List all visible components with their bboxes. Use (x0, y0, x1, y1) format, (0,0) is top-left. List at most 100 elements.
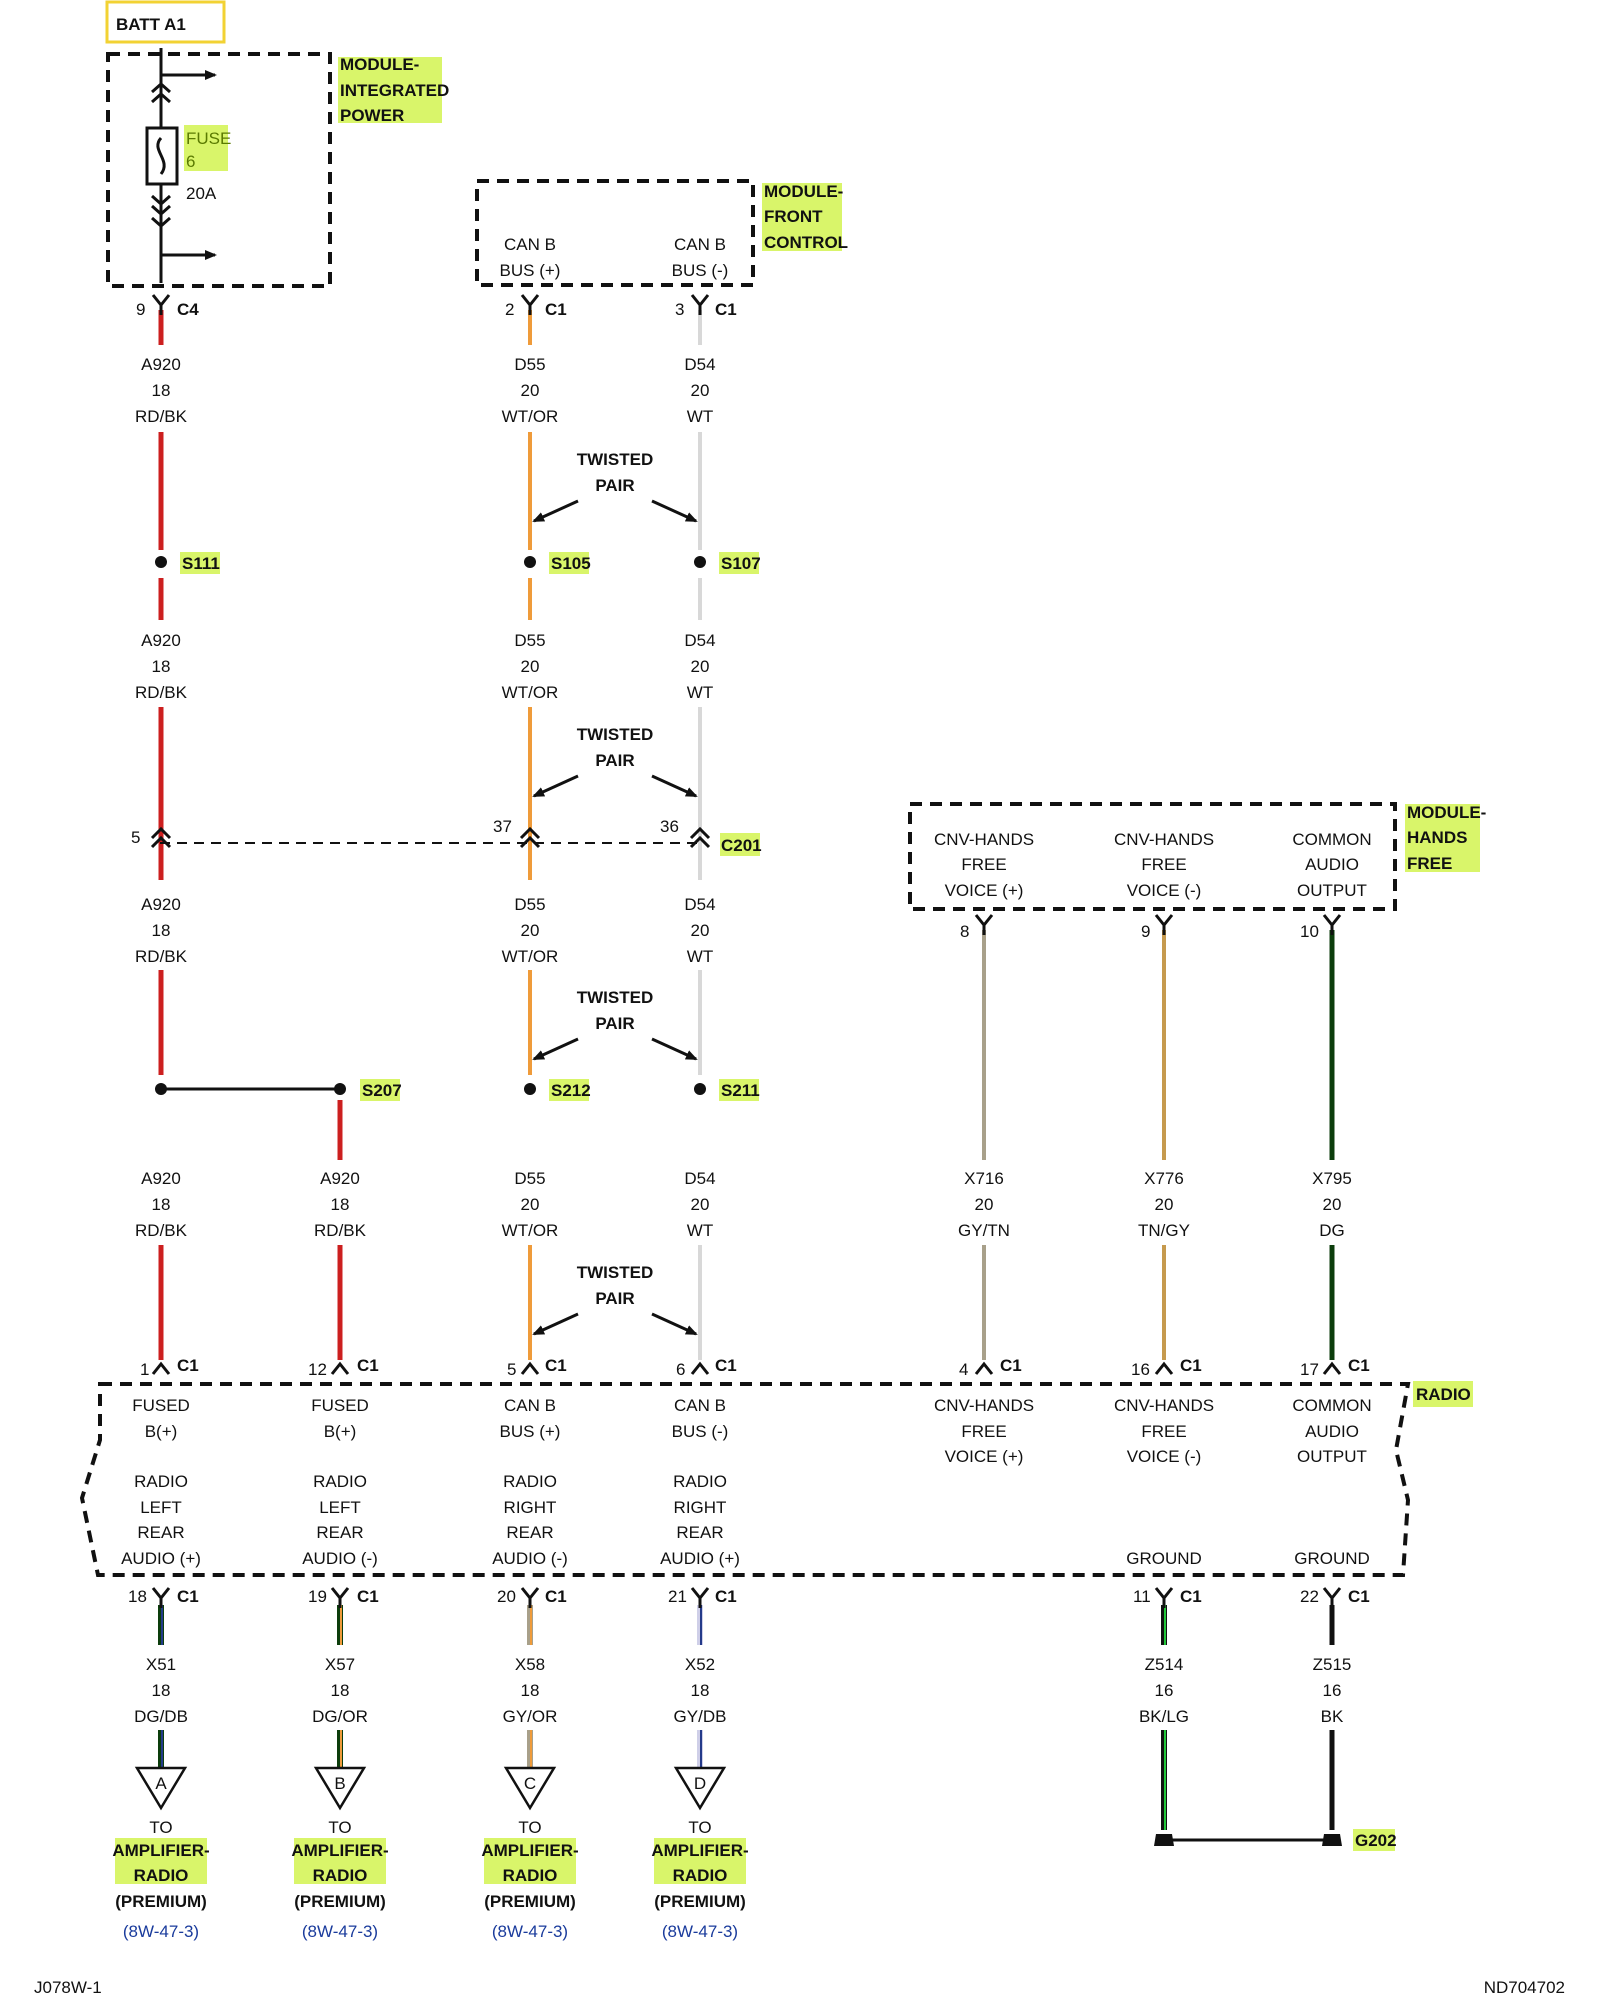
svg-text:1: 1 (140, 1360, 149, 1379)
svg-text:INTEGRATED: INTEGRATED (340, 81, 449, 100)
svg-text:16: 16 (1131, 1360, 1150, 1379)
connector-pin-icon (151, 1587, 171, 1608)
a920-label: RD/BK (135, 947, 188, 966)
splice-dot (524, 556, 536, 568)
svg-text:CNV-HANDS: CNV-HANDS (934, 1396, 1034, 1415)
svg-text:OUTPUT: OUTPUT (1297, 1447, 1367, 1466)
amplifier-premium: (PREMIUM) (654, 1892, 746, 1911)
amplifier-ref-triangle-icon (503, 1766, 557, 1811)
amplifier-highlight (115, 1838, 207, 1884)
c201-pin-36: 36 (660, 817, 679, 836)
inline-connector-icon (150, 826, 172, 849)
batt-label: BATT A1 (116, 15, 186, 34)
connector-pin-icon (151, 294, 171, 315)
a920-label: RD/BK (135, 683, 188, 702)
connector-pin-icon (1154, 1361, 1174, 1375)
diagram-symbols (134, 294, 1342, 1846)
hfm-pin-10: 10 (1300, 922, 1319, 941)
amplifier-to: TO (518, 1818, 541, 1837)
connector-pin-icon (690, 294, 710, 315)
z514-label: BK/LG (1139, 1707, 1189, 1726)
inline-connector-icon (519, 826, 541, 849)
d54-label: WT (687, 683, 713, 702)
amplifier-ref-link: (8W-47-3) (492, 1922, 568, 1941)
hfm-pin-voice-minus: CNV-HANDS FREE VOICE (-) (1114, 830, 1214, 900)
svg-text:C1: C1 (545, 1587, 567, 1606)
svg-text:B(+): B(+) (324, 1422, 357, 1441)
amplifier-highlight (484, 1838, 576, 1884)
svg-text:RADIO: RADIO (134, 1472, 188, 1491)
c201-pin-37: 37 (493, 817, 512, 836)
x776-label: TN/GY (1138, 1221, 1190, 1240)
x716-label: GY/TN (958, 1221, 1010, 1240)
connector-pin-icon (1154, 1587, 1174, 1608)
svg-text:GROUND: GROUND (1126, 1549, 1202, 1568)
svg-text:C1: C1 (1180, 1587, 1202, 1606)
svg-text:REAR: REAR (676, 1523, 723, 1542)
connector-pin-icon (974, 914, 994, 935)
d55-label: D55 (514, 1169, 545, 1188)
amplifier-to: TO (328, 1818, 351, 1837)
d54-label: D54 (684, 355, 715, 374)
fcm-module-label: MODULE- FRONT CONTROL (764, 182, 848, 252)
twisted-pair-labels: TWISTEDPAIRTWISTEDPAIRTWISTEDPAIRTWISTED… (577, 450, 654, 1308)
svg-text:CONTROL: CONTROL (764, 233, 848, 252)
splice-dot (524, 1083, 536, 1095)
svg-text:22: 22 (1300, 1587, 1319, 1606)
x52-label: 18 (691, 1681, 710, 1700)
ground-icon (1154, 1834, 1174, 1846)
connector-pin-icon (690, 1587, 710, 1608)
amplifier-premium: (PREMIUM) (115, 1892, 207, 1911)
ipm-label-highlight (338, 57, 442, 123)
connector-pin-icon (690, 1361, 710, 1375)
svg-text:BUS (+): BUS (+) (500, 261, 561, 280)
svg-text:REAR: REAR (137, 1523, 184, 1542)
amplifier-name: RADIO (673, 1866, 728, 1885)
svg-text:20: 20 (497, 1587, 516, 1606)
svg-text:CAN B: CAN B (674, 1396, 726, 1415)
twisted-pair-label: TWISTED (577, 450, 654, 469)
svg-text:5: 5 (507, 1360, 516, 1379)
svg-text:AUDIO (+): AUDIO (+) (121, 1549, 201, 1568)
x795-label: DG (1319, 1221, 1345, 1240)
svg-text:COMMON: COMMON (1292, 1396, 1371, 1415)
radio-pin-voice-minus: CNV-HANDS FREE VOICE (-) GROUND (1114, 1396, 1214, 1568)
svg-text:HANDS: HANDS (1407, 828, 1467, 847)
x795-label: 20 (1323, 1195, 1342, 1214)
amplifier-name: AMPLIFIER- (651, 1841, 748, 1860)
d54-label: WT (687, 1221, 713, 1240)
twisted-pair-label: TWISTED (577, 988, 654, 1007)
d54-label: 20 (691, 657, 710, 676)
a920-label: 18 (152, 657, 171, 676)
fcm-pin-2: 2 (505, 300, 514, 319)
twisted-pair-arrow-icon (651, 774, 698, 798)
z515-label: Z515 (1313, 1655, 1352, 1674)
d55-label: WT/OR (502, 1221, 559, 1240)
svg-text:S105: S105 (551, 554, 591, 573)
svg-text:C1: C1 (177, 1587, 199, 1606)
amplifier-name: AMPLIFIER- (112, 1841, 209, 1860)
fcm-module-box (475, 179, 755, 287)
hfm-pin-voice-plus: CNV-HANDS FREE VOICE (+) (934, 830, 1034, 900)
svg-text:FREE: FREE (1141, 855, 1186, 874)
svg-text:RADIO: RADIO (313, 1472, 367, 1491)
radio-pin-fused-b2: FUSED B(+) RADIO LEFT REAR AUDIO (-) (302, 1396, 378, 1568)
d55-label: 20 (521, 381, 540, 400)
d54-label: 20 (691, 921, 710, 940)
svg-text:C1: C1 (1000, 1356, 1022, 1375)
svg-text:VOICE (+): VOICE (+) (945, 1447, 1024, 1466)
svg-text:BUS (-): BUS (-) (672, 261, 729, 280)
splice-labels: S111 S105 S107 S207 S212 S211 (180, 552, 761, 1101)
twisted-pair-arrow-icon (651, 1037, 698, 1061)
a920-label: 18 (331, 1195, 350, 1214)
footer-left: J078W-1 (34, 1978, 102, 1997)
svg-text:C1: C1 (1348, 1356, 1370, 1375)
twisted-pair-arrow-icon (532, 1312, 579, 1336)
hfm-module-box (908, 802, 1397, 911)
connector-pin-icon (151, 1361, 171, 1375)
x58-label: 18 (521, 1681, 540, 1700)
twisted-pair-label: PAIR (595, 1289, 634, 1308)
d54-label: 20 (691, 381, 710, 400)
twisted-pair-label: TWISTED (577, 1263, 654, 1282)
a920-label: A920 (320, 1169, 360, 1188)
